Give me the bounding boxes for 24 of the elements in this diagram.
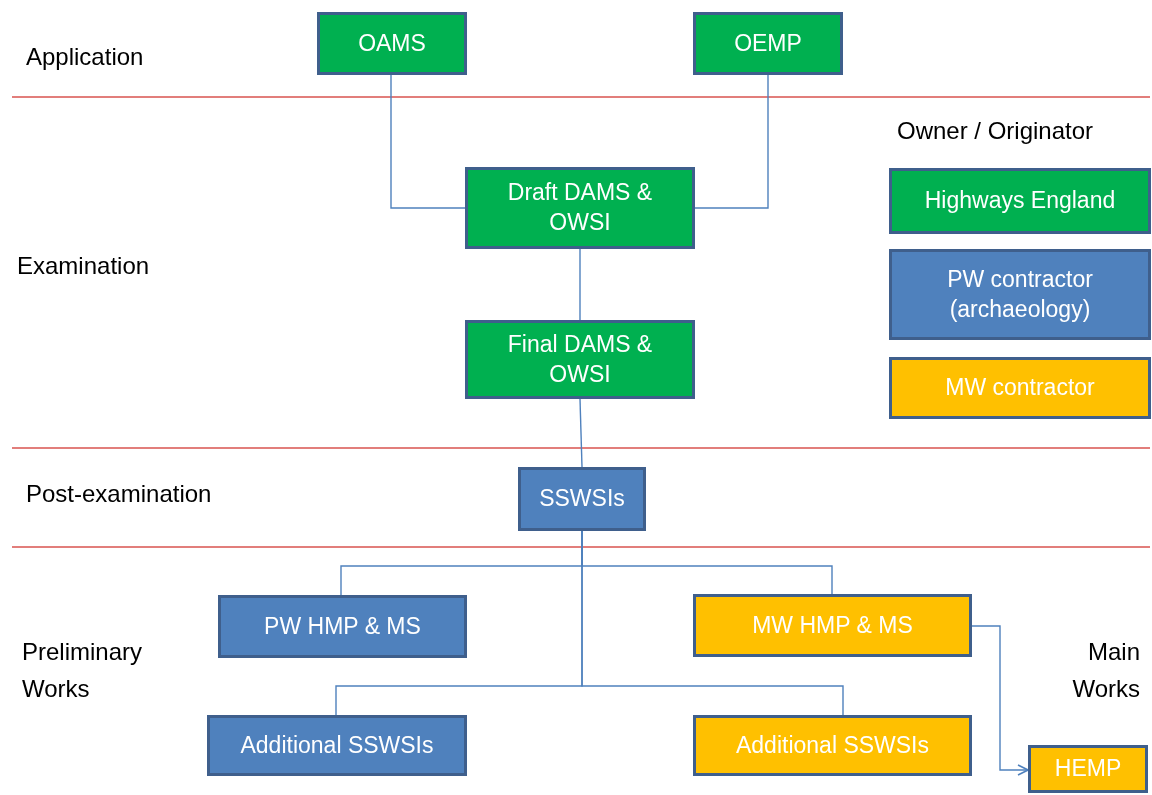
process-box: Additional SSWSIs <box>207 715 467 776</box>
process-box: SSWSIs <box>518 467 646 531</box>
arrow <box>971 625 1029 776</box>
connector-line <box>694 74 769 209</box>
connector-line <box>579 398 583 468</box>
process-box: Draft DAMS & OWSI <box>465 167 695 249</box>
process-box: HEMP <box>1028 745 1148 793</box>
process-box: PW HMP & MS <box>218 595 467 658</box>
phase-label: Post-examination <box>26 479 212 509</box>
phase-label: Application <box>26 42 144 72</box>
connector-line <box>579 248 581 321</box>
legend-label: PW contractor (archaeology) <box>946 264 1094 324</box>
legend-label: MW contractor <box>945 373 1095 403</box>
process-box: Additional SSWSIs <box>693 715 972 776</box>
process-box: Final DAMS & OWSI <box>465 320 695 399</box>
process-box: OEMP <box>693 12 843 75</box>
phase-label: Preliminary Works <box>22 637 144 705</box>
legend-label: Highways England <box>924 186 1116 216</box>
legend-title: Owner / Originator <box>897 116 1094 146</box>
process-box: MW HMP & MS <box>693 594 972 657</box>
phase-label: Examination <box>17 251 150 281</box>
phase-label: Main Works <box>1071 637 1140 705</box>
connector-line <box>390 74 466 209</box>
process-box: OAMS <box>317 12 467 75</box>
